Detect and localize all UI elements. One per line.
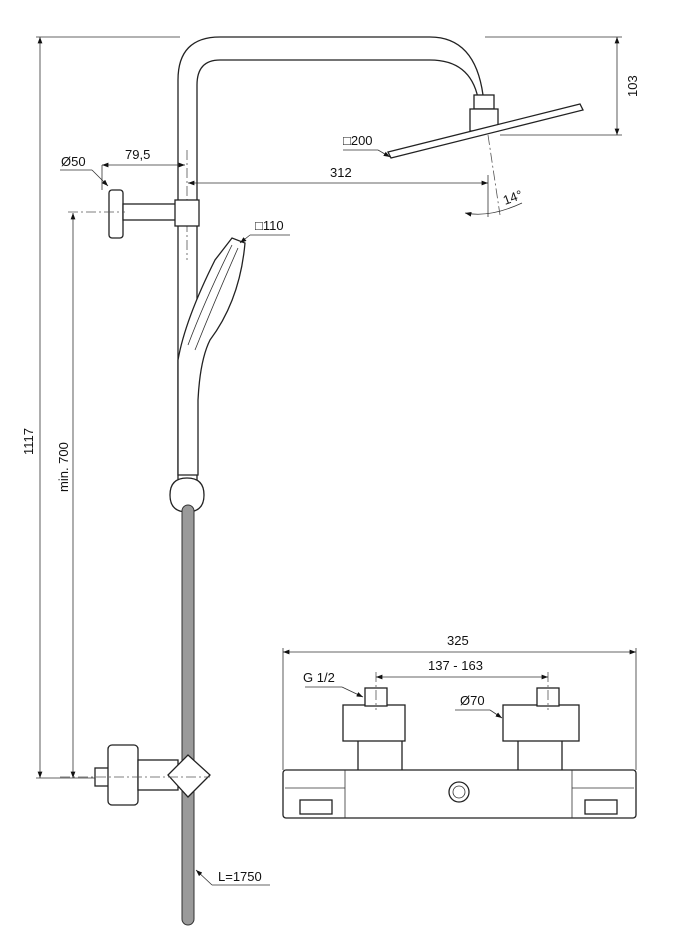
svg-text:103: 103 xyxy=(625,75,640,97)
svg-text:14°: 14° xyxy=(501,187,525,208)
svg-text:Ø70: Ø70 xyxy=(460,693,485,708)
svg-text:312: 312 xyxy=(330,165,352,180)
svg-text:L=1750: L=1750 xyxy=(218,869,262,884)
label-hand-shower-size: □110 xyxy=(239,218,290,244)
label-escutcheon-diameter: Ø70 xyxy=(455,693,503,719)
svg-text:□200: □200 xyxy=(343,133,373,148)
svg-text:79,5: 79,5 xyxy=(125,147,150,162)
dimension-arm-reach: 312 xyxy=(188,165,488,186)
overhead-shower-head xyxy=(387,94,584,216)
dimension-inlet-spacing: 137 - 163 xyxy=(376,658,548,680)
svg-text:Ø50: Ø50 xyxy=(61,154,86,169)
svg-text:137 - 163: 137 - 163 xyxy=(428,658,483,673)
dimension-bracket-offset: 79,5 xyxy=(101,147,185,190)
label-tilt-angle: 14° xyxy=(464,175,525,217)
label-inlet-thread: G 1/2 xyxy=(303,670,364,698)
label-head-size: □200 xyxy=(343,133,391,158)
label-bracket-diameter: Ø50 xyxy=(60,154,109,187)
svg-text:G 1/2: G 1/2 xyxy=(303,670,335,685)
dimension-mixer-width: 325 xyxy=(282,633,637,770)
svg-text:1117: 1117 xyxy=(21,428,36,455)
thermostatic-mixer xyxy=(282,672,637,819)
hand-shower-holder xyxy=(169,477,205,513)
label-hose-length: L=1750 xyxy=(195,869,270,886)
dimension-total-height: 1117 xyxy=(21,36,180,779)
dimension-head-drop: 103 xyxy=(485,36,640,136)
wall-bracket-top xyxy=(68,189,200,239)
shower-hose xyxy=(181,504,195,926)
svg-text:□110: □110 xyxy=(255,218,284,233)
svg-text:min. 700: min. 700 xyxy=(56,442,71,492)
bottom-connection xyxy=(60,744,211,806)
hand-shower xyxy=(177,237,246,476)
svg-text:325: 325 xyxy=(447,633,469,648)
dimension-min-height: min. 700 xyxy=(56,213,76,778)
